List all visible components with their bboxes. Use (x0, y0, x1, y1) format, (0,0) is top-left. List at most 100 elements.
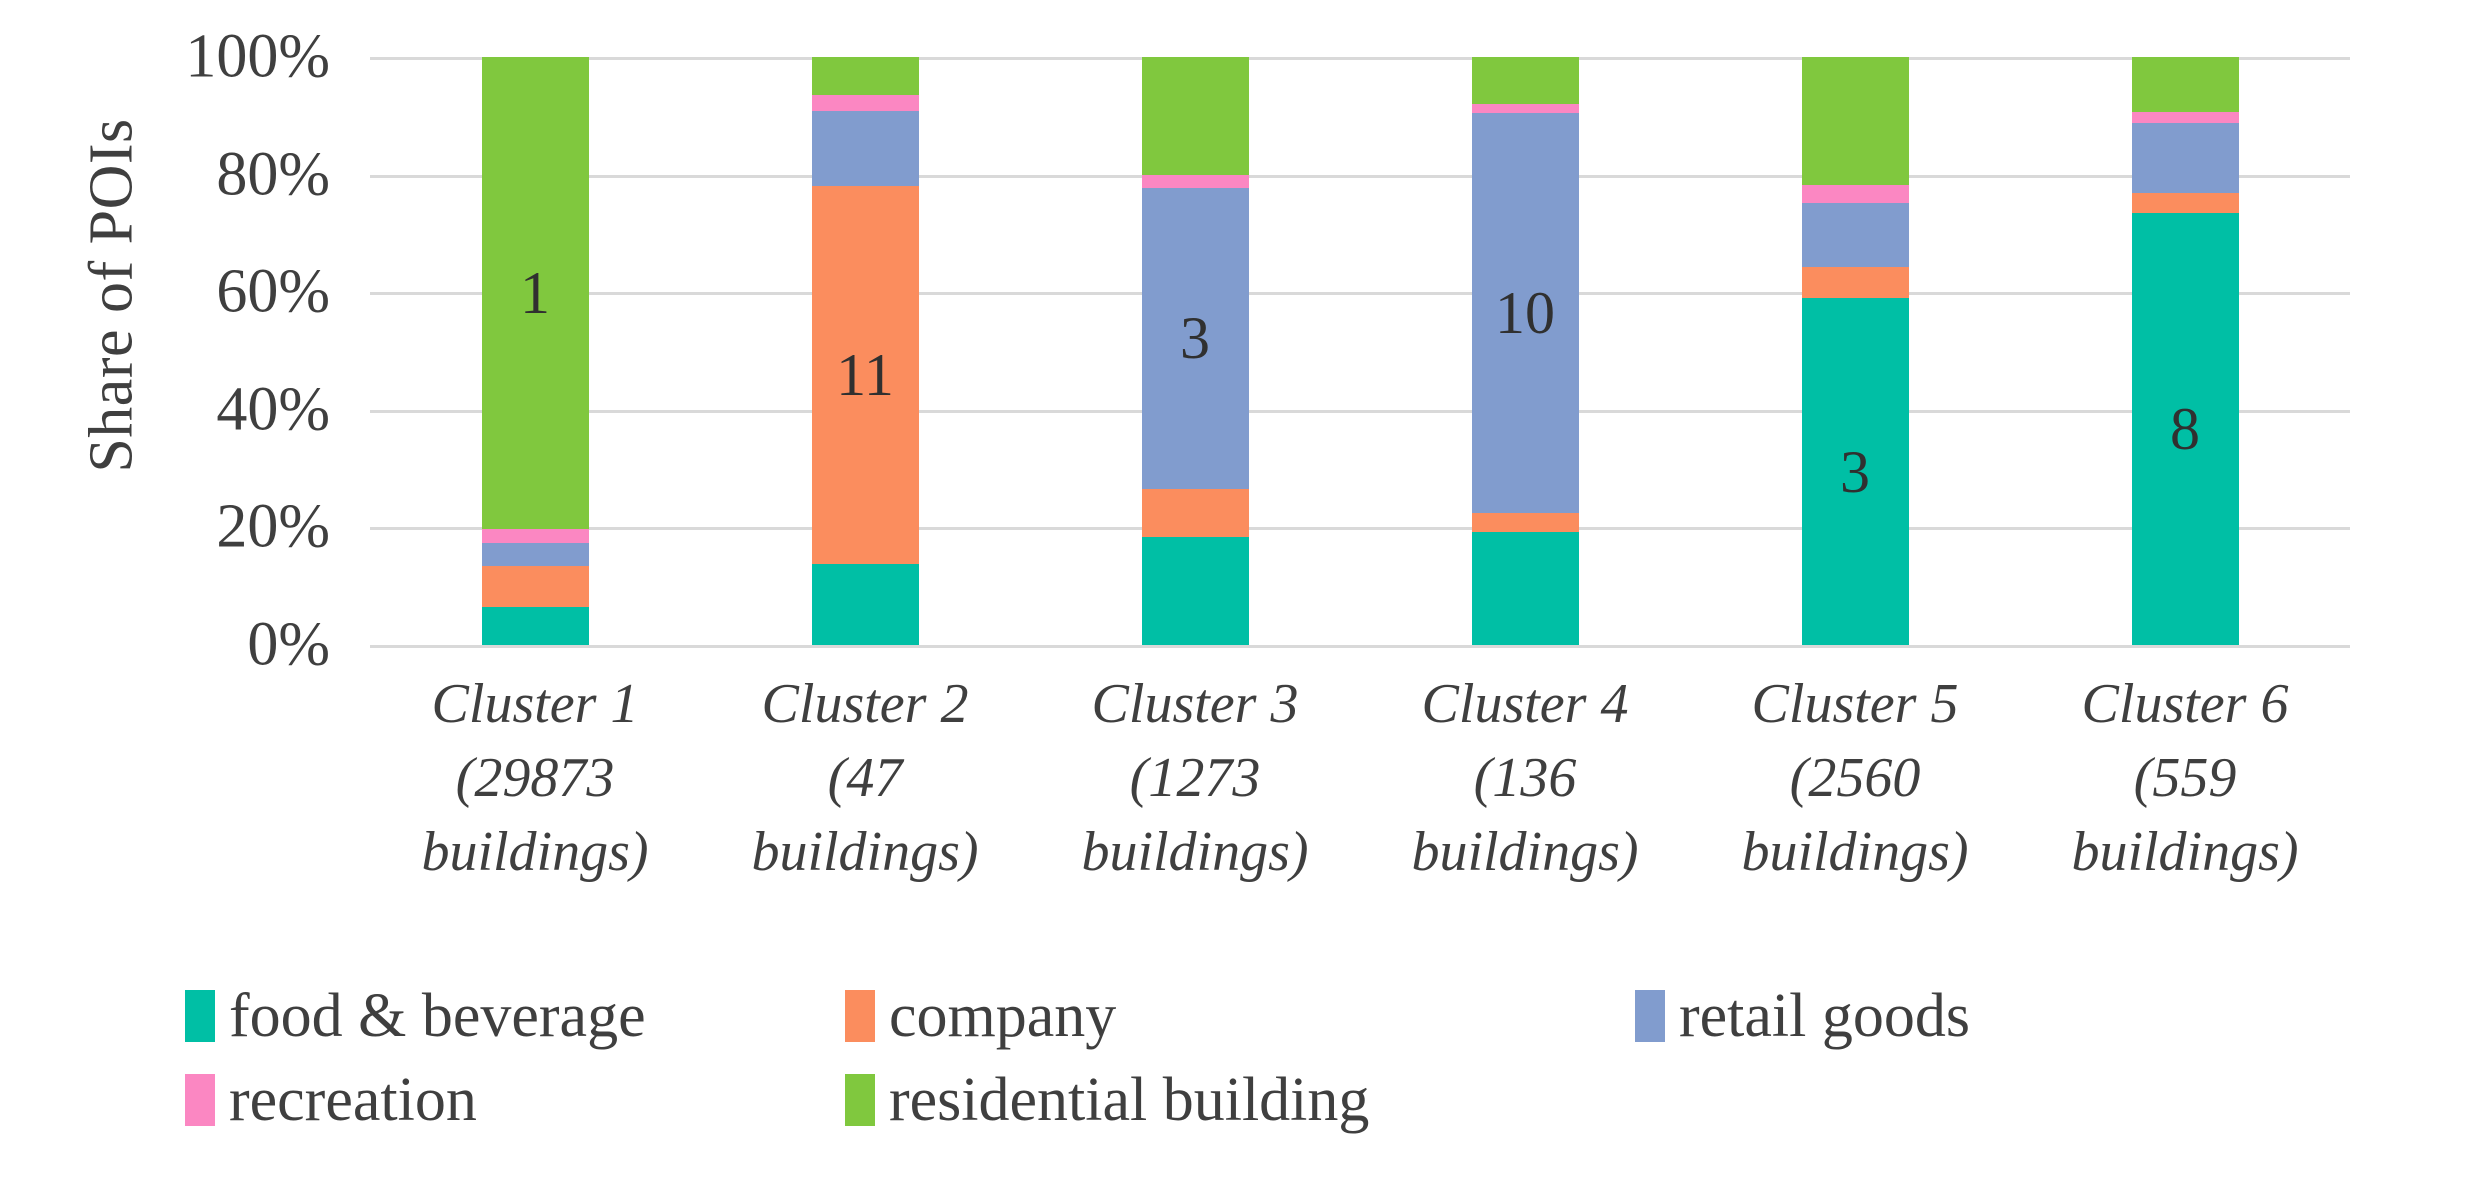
bar-segment[interactable] (811, 563, 919, 645)
gridline (370, 645, 2350, 648)
x-axis-label-line: buildings) (421, 820, 649, 883)
x-axis-label-line: (47 (827, 746, 903, 809)
bar-segment[interactable] (1801, 266, 1909, 299)
x-axis-category-label: Cluster 5 (2560 buildings) (1690, 668, 2020, 890)
x-axis-category-label: Cluster 2 (47 buildings) (700, 668, 1030, 890)
bar-stack[interactable]: 8 (2131, 57, 2239, 645)
legend-label: recreation (229, 1066, 477, 1134)
bar-slot: 3 (1690, 57, 2020, 645)
bar-segment[interactable] (481, 606, 589, 645)
bar-segment[interactable] (1471, 104, 1579, 114)
legend-color-swatch (845, 1074, 875, 1126)
x-axis-label-line: (1273 (1129, 746, 1261, 809)
y-axis-tick-label: 100% (185, 22, 330, 91)
bar-segment[interactable] (2131, 192, 2239, 213)
y-axis-tick-label: 20% (216, 492, 330, 561)
x-axis-label-line: (559 (2133, 746, 2237, 809)
bar-slot: 8 (2020, 57, 2350, 645)
legend-item[interactable]: food & beverage (185, 985, 845, 1047)
y-axis-tick-label: 80% (216, 140, 330, 209)
x-axis-category-label: Cluster 4 (136 buildings) (1360, 668, 1690, 890)
x-axis-label-line: buildings) (1411, 820, 1639, 883)
bar-segment-label: 11 (836, 341, 894, 408)
bar-segment[interactable] (1471, 512, 1579, 533)
legend-label: food & beverage (229, 982, 646, 1050)
x-axis-label-line: buildings) (1741, 820, 1969, 883)
bar-segment[interactable] (481, 529, 589, 544)
x-axis-category-label: Cluster 3 (1273 buildings) (1030, 668, 1360, 890)
chart-legend: food & beverage company retail goods recrea… (185, 985, 2385, 1153)
bar-segment[interactable] (811, 111, 919, 186)
bar-segment[interactable] (1471, 57, 1579, 105)
bar-stack[interactable]: 3 (1801, 57, 1909, 645)
bar-segment[interactable] (1141, 174, 1249, 188)
legend-color-swatch (1635, 990, 1665, 1042)
bar-segment[interactable] (481, 543, 589, 566)
bar-segment[interactable]: 3 (1141, 187, 1249, 490)
bar-slot: 11 (700, 57, 1030, 645)
bar-segment-label: 1 (520, 260, 550, 327)
bar-segment[interactable]: 3 (1801, 298, 1909, 645)
bar-segment-label: 8 (2170, 395, 2200, 462)
y-axis-tick-labels: 100% 80% 60% 40% 20% 0% (0, 23, 350, 679)
bar-segment-label: 3 (1840, 438, 1870, 505)
bar-slot: 10 (1360, 57, 1690, 645)
x-axis-label-line: Cluster 3 (1091, 673, 1299, 735)
x-axis-label-line: Cluster 2 (761, 673, 969, 735)
bar-segment[interactable]: 1 (481, 57, 589, 530)
bar-segment[interactable]: 8 (2131, 212, 2239, 645)
legend-item[interactable]: recreation (185, 1069, 845, 1131)
bar-segment[interactable] (2131, 57, 2239, 112)
bar-segment[interactable] (1141, 57, 1249, 175)
x-axis-category-label: Cluster 6 (559 buildings) (2020, 668, 2350, 890)
bar-stack[interactable]: 1 (481, 57, 589, 645)
legend-color-swatch (845, 990, 875, 1042)
bar-segment[interactable] (1141, 489, 1249, 537)
legend-label: residential building (889, 1066, 1370, 1134)
legend-label: company (889, 982, 1117, 1050)
bar-segment[interactable] (1141, 536, 1249, 645)
x-axis-label-line: buildings) (1081, 820, 1309, 883)
bar-segment[interactable] (811, 95, 919, 112)
x-axis-label-line: Cluster 4 (1421, 673, 1629, 735)
bar-segment-label: 10 (1495, 280, 1555, 347)
legend-item[interactable]: residential building (845, 1069, 1635, 1131)
legend-item[interactable]: retail goods (1635, 985, 2335, 1047)
bar-segment[interactable] (811, 57, 919, 96)
bar-segment[interactable]: 11 (811, 185, 919, 564)
legend-row: food & beverage company retail goods (185, 985, 2385, 1047)
bar-segment[interactable] (2131, 122, 2239, 193)
bar-segment[interactable] (1801, 57, 1909, 186)
bar-slot: 1 (370, 57, 700, 645)
x-axis-label-line: Cluster 1 (431, 673, 639, 735)
legend-color-swatch (185, 990, 215, 1042)
legend-color-swatch (185, 1074, 215, 1126)
x-axis-label-line: Cluster 6 (2081, 673, 2289, 735)
bar-stack[interactable]: 11 (811, 57, 919, 645)
y-axis-tick-label: 40% (216, 375, 330, 444)
bar-stack[interactable]: 3 (1141, 57, 1249, 645)
legend-row: recreation residential building (185, 1069, 2385, 1131)
x-axis-label-line: buildings) (751, 820, 979, 883)
bar-segment[interactable] (1471, 532, 1579, 645)
bar-segment[interactable] (1801, 185, 1909, 204)
bar-segment[interactable]: 10 (1471, 113, 1579, 513)
x-axis-label-line: buildings) (2071, 820, 2299, 883)
bar-segment[interactable] (481, 565, 589, 607)
legend-label: retail goods (1679, 982, 1970, 1050)
y-axis-tick-label: 60% (216, 257, 330, 326)
bar-slot: 3 (1030, 57, 1360, 645)
x-axis-label-line: (136 (1473, 746, 1577, 809)
bar-segment[interactable] (2131, 111, 2239, 123)
y-axis-tick-label: 0% (247, 610, 330, 679)
bar-segment[interactable] (1801, 203, 1909, 267)
bar-stack[interactable]: 10 (1471, 57, 1579, 645)
x-axis-label-line: (2560 (1789, 746, 1921, 809)
x-axis-label-line: Cluster 5 (1751, 673, 1959, 735)
legend-item[interactable]: company (845, 985, 1635, 1047)
